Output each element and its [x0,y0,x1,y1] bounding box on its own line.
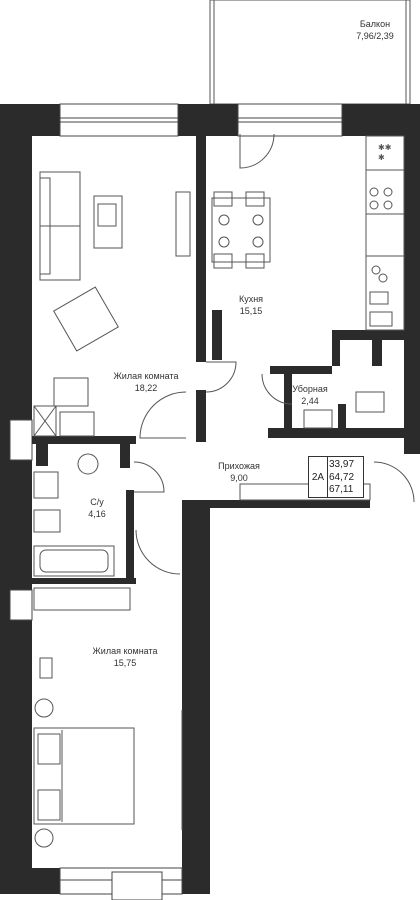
bathroom-label: С/у 4,16 [88,496,106,520]
hood-icon: ✱✱✱ [378,143,392,162]
bedroom-furniture [33,657,183,848]
balcony-name: Балкон [359,19,391,29]
hall-label: Прихожая 9,00 [218,460,260,484]
living-room-1-area: 18,22 [134,383,158,393]
bottom-windows [59,867,183,900]
kitchen-area: 15,15 [239,306,263,316]
bathroom-name: С/у [90,497,104,507]
area-living: 33,97 [329,459,355,470]
living1-furniture [33,171,191,437]
top-windows [59,103,343,137]
doors [133,133,415,575]
kitchen-label: Кухня 15,15 [239,293,263,317]
balcony-label: Балкон 7,96/2,39 [356,18,394,42]
bathroom-fixtures [33,391,385,577]
living-room-2-name: Жилая комната [92,646,158,656]
toilet-label: Уборная 2,44 [292,383,328,407]
apartment-info-box: 2А 33,97 64,72 67,11 [308,456,364,498]
svg-text:✱: ✱ [378,153,385,162]
kitchen-name: Кухня [238,294,264,304]
toilet-name: Уборная [292,384,328,394]
area-values: 33,97 64,72 67,11 [329,459,354,497]
area-with-balcony: 67,11 [329,484,354,495]
exterior-walls [0,104,420,894]
hall-area: 9,00 [230,473,248,483]
left-windows [9,419,33,621]
bathroom-area: 4,16 [88,509,106,519]
area-total: 64,72 [329,471,355,483]
balcony-area: 7,96/2,39 [356,31,394,41]
svg-text:✱✱: ✱✱ [378,143,392,152]
toilet-area: 2,44 [301,396,319,406]
interior-walls [32,136,404,584]
dining-table [211,191,271,269]
hall-storage [33,483,371,611]
living-room-2-area: 15,75 [113,658,137,668]
living-room-1-label: Жилая комната 18,22 [113,370,178,394]
unit-type-code: 2А [309,457,328,497]
balcony [209,0,411,105]
living-room-2-label: Жилая комната 15,75 [92,645,157,669]
hall-name: Прихожая [218,461,260,471]
kitchen-counter [365,135,405,331]
living-room-1-name: Жилая комната [113,371,179,381]
